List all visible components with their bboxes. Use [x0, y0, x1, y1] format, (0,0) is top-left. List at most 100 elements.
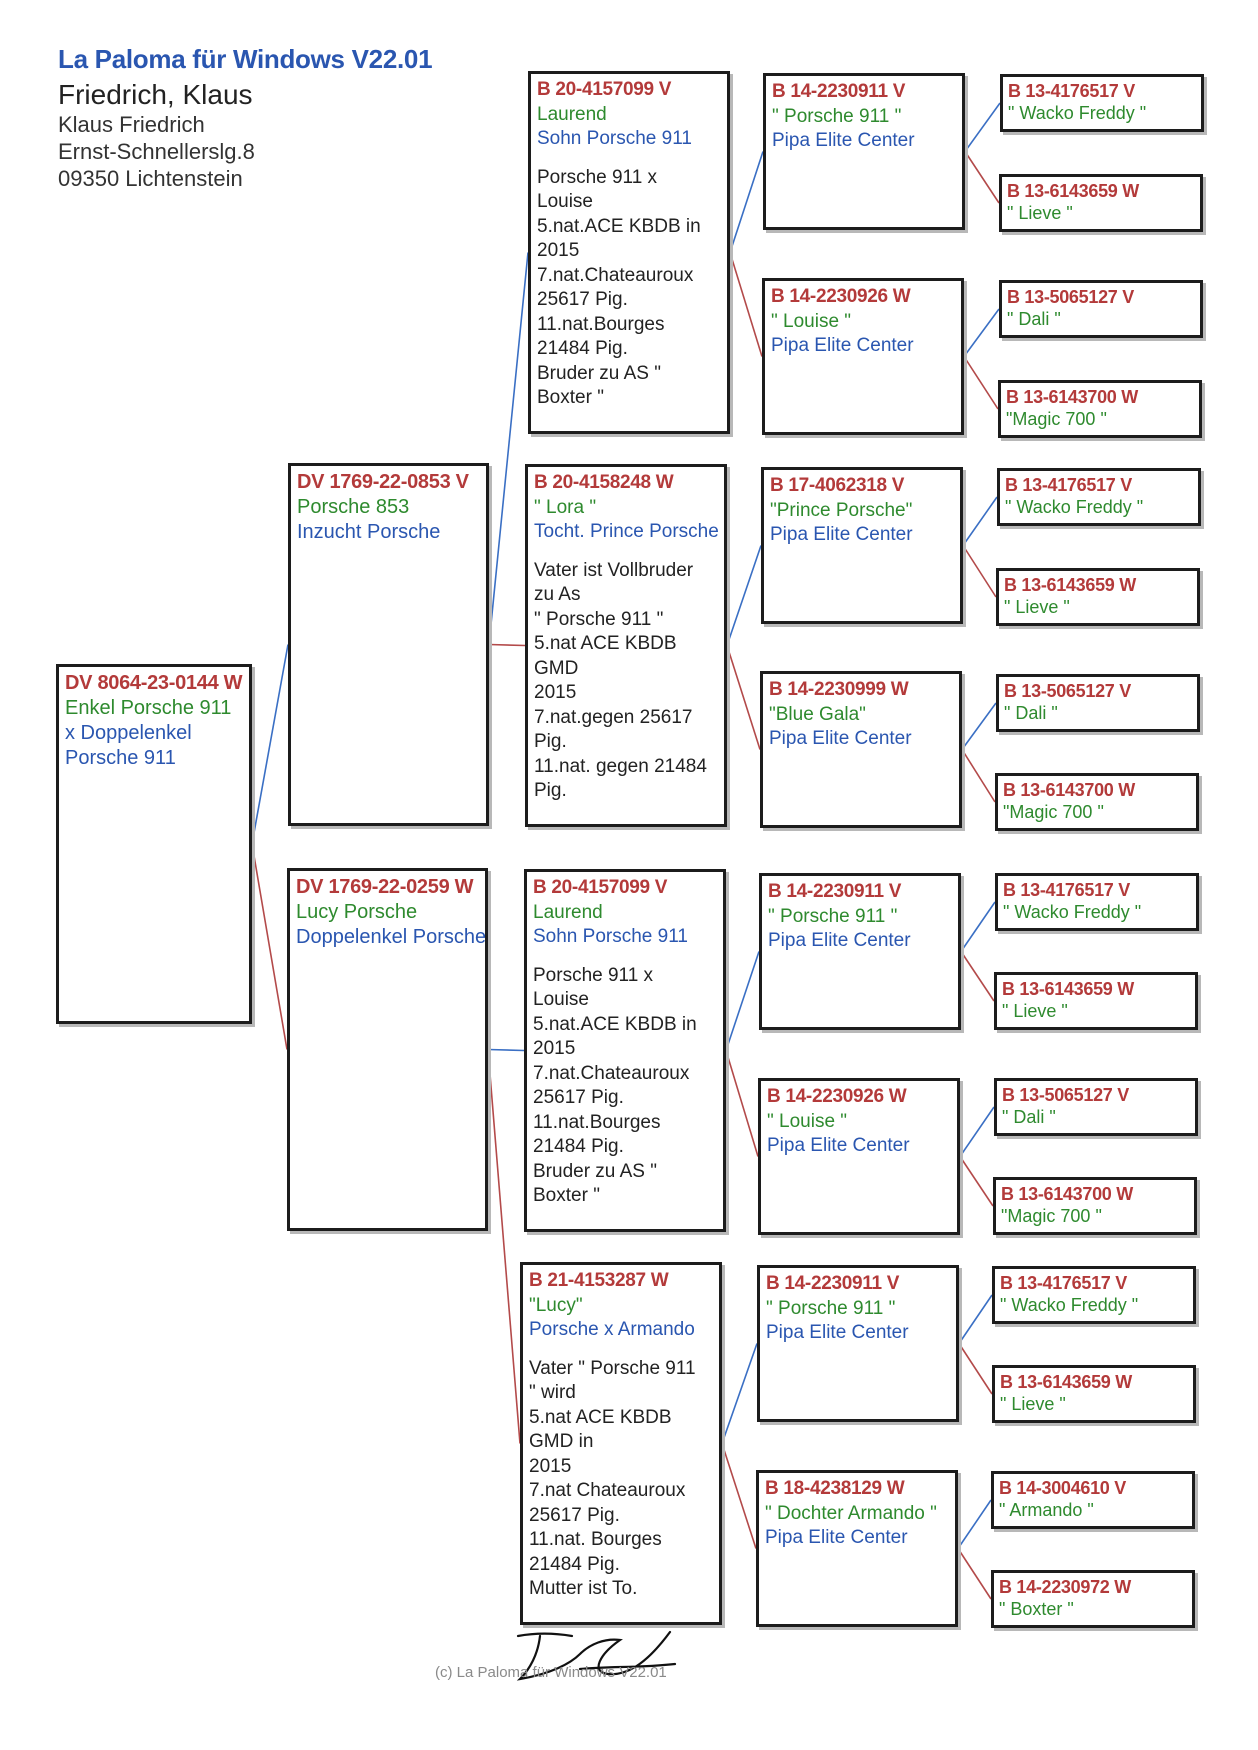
- pigeon-card-gen4-3[interactable]: B 13-5065127 V " Dali ": [999, 280, 1203, 338]
- pigeon-card-gen3-7[interactable]: B 14-2230911 V " Porsche 911 " Pipa Elit…: [757, 1265, 959, 1422]
- ring-number: B 13-6143659 W: [1000, 1372, 1132, 1392]
- pigeon-card-subject[interactable]: DV 8064-23-0144 W Enkel Porsche 911 x Do…: [56, 664, 252, 1024]
- address-line-2: Ernst-Schnellerslg.8: [58, 139, 255, 164]
- pigeon-notes: Porsche 911 x Louise 5.nat.ACE KBDB in 2…: [533, 964, 697, 1207]
- ring-number: B 14-2230911 V: [768, 881, 902, 902]
- pigeon-name: " Lora ": [534, 496, 597, 518]
- pigeon-card-gen4-10[interactable]: B 13-6143659 W " Lieve ": [994, 972, 1198, 1030]
- sire-connector-g2-2: [725, 951, 760, 1051]
- pigeon-card-gen4-2[interactable]: B 13-6143659 W " Lieve ": [999, 174, 1203, 232]
- ring-number: B 20-4157099 V: [537, 79, 672, 100]
- pigeon-name: " Porsche 911 ": [766, 1297, 896, 1319]
- pigeon-card-gen4-9[interactable]: B 13-4176517 V " Wacko Freddy ": [995, 873, 1199, 931]
- pigeon-card-sire[interactable]: DV 1769-22-0853 V Porsche 853 Inzucht Po…: [288, 463, 489, 826]
- pigeon-card-gen4-7[interactable]: B 13-5065127 V " Dali ": [996, 674, 1200, 732]
- pigeon-description: Sohn Porsche 911: [537, 128, 692, 149]
- pigeon-description: Doppelenkel Porsche: [296, 926, 487, 948]
- pigeon-card-gen4-16[interactable]: B 14-2230972 W " Boxter ": [991, 1570, 1195, 1628]
- pigeon-card-gen4-1[interactable]: B 13-4176517 V " Wacko Freddy ": [1000, 74, 1204, 132]
- ring-number: B 13-4176517 V: [1003, 880, 1130, 900]
- pigeon-name: " Lieve ": [1002, 1001, 1068, 1021]
- pigeon-description: Pipa Elite Center: [767, 1135, 910, 1156]
- pigeon-name: " Dochter Armando ": [765, 1502, 937, 1524]
- pigeon-name: " Wacko Freddy ": [1008, 103, 1147, 123]
- copyright-footer: (c) La Paloma für Windows V22.01: [435, 1664, 667, 1681]
- ring-number: B 17-4062318 V: [770, 475, 905, 496]
- pigeon-card-dam[interactable]: DV 1769-22-0259 W Lucy Porsche Doppelenk…: [287, 868, 488, 1231]
- pigeon-card-gen2-4[interactable]: B 21-4153287 W "Lucy" Porsche x Armando …: [520, 1262, 722, 1625]
- ring-number: DV 1769-22-0853 V: [297, 471, 469, 493]
- ring-number: B 13-6143659 W: [1007, 181, 1139, 201]
- sire-connector-g3-1: [963, 308, 1000, 357]
- pigeon-notes: Vater ist Vollbruder zu As " Porsche 911…: [534, 559, 707, 802]
- app-title: La Paloma für Windows V22.01: [58, 44, 433, 74]
- ring-number: B 14-2230911 V: [772, 81, 906, 102]
- sire-connector-g3-5: [959, 1106, 995, 1157]
- pigeon-card-gen4-15[interactable]: B 14-3004610 V " Armando ": [991, 1471, 1195, 1529]
- ring-number: B 18-4238129 W: [765, 1478, 905, 1499]
- dam-connector-g3-0: [964, 151, 1000, 204]
- ring-number: B 14-2230972 W: [999, 1577, 1131, 1597]
- pigeon-card-gen4-4[interactable]: B 13-6143700 W "Magic 700 ": [998, 380, 1202, 438]
- ring-number: B 13-5065127 V: [1004, 681, 1131, 701]
- pigeon-card-gen3-4[interactable]: B 14-2230999 W "Blue Gala" Pipa Elite Ce…: [760, 671, 962, 828]
- address-line-1: Klaus Friedrich: [58, 112, 205, 137]
- dam-connector-b-subject: [251, 843, 288, 1050]
- pigeon-card-gen2-2[interactable]: B 20-4158248 W " Lora " Tocht. Prince Po…: [525, 464, 727, 827]
- pigeon-description: Inzucht Porsche: [297, 521, 441, 543]
- pigeon-card-gen4-13[interactable]: B 13-4176517 V " Wacko Freddy ": [992, 1266, 1196, 1324]
- pigeon-description: Pipa Elite Center: [766, 1322, 909, 1343]
- pigeon-name: " Wacko Freddy ": [1000, 1295, 1139, 1315]
- pigeon-description: Pipa Elite Center: [771, 335, 914, 356]
- ring-number: B 13-6143700 W: [1006, 387, 1138, 407]
- ring-number: DV 8064-23-0144 W: [65, 672, 243, 694]
- pigeon-name: "Blue Gala": [769, 703, 866, 725]
- pigeon-card-gen4-11[interactable]: B 13-5065127 V " Dali ": [994, 1078, 1198, 1136]
- pigeon-description: Pipa Elite Center: [772, 130, 915, 151]
- ring-number: B 14-2230999 W: [769, 679, 909, 700]
- pigeon-card-gen2-1[interactable]: B 20-4157099 V Laurend Sohn Porsche 911 …: [528, 71, 730, 434]
- ring-number: B 13-4176517 V: [1008, 81, 1135, 101]
- pigeon-name: Enkel Porsche 911: [65, 697, 232, 719]
- pigeon-name: "Prince Porsche": [770, 499, 913, 521]
- sire-connector-g2-0: [729, 151, 764, 253]
- pigeon-card-gen4-5[interactable]: B 13-4176517 V " Wacko Freddy ": [997, 468, 1201, 526]
- pigeon-description: x Doppelenkel: [65, 722, 192, 744]
- ring-number: B 13-6143659 W: [1004, 575, 1136, 595]
- ring-number: B 13-6143700 W: [1001, 1184, 1133, 1204]
- pigeon-card-gen3-1[interactable]: B 14-2230911 V " Porsche 911 " Pipa Elit…: [763, 73, 965, 230]
- pigeon-name: " Lieve ": [1000, 1394, 1066, 1414]
- pigeon-card-gen4-14[interactable]: B 13-6143659 W " Lieve ": [992, 1365, 1196, 1423]
- handwritten-signature: [516, 1630, 677, 1681]
- pigeon-card-gen4-8[interactable]: B 13-6143700 W "Magic 700 ": [995, 773, 1199, 831]
- sire-connector-b-subject: [251, 644, 289, 845]
- pigeon-card-gen3-8[interactable]: B 18-4238129 W " Dochter Armando " Pipa …: [756, 1470, 958, 1627]
- dam-connector-g3-6: [958, 1343, 993, 1395]
- dam-connector-g3-1: [963, 356, 999, 410]
- pigeon-name: Laurend: [537, 103, 607, 125]
- dam-connector-g3-7: [957, 1548, 992, 1600]
- pigeon-card-gen3-3[interactable]: B 17-4062318 V "Prince Porsche" Pipa Eli…: [761, 467, 963, 624]
- pigeon-card-gen3-6[interactable]: B 14-2230926 W " Louise " Pipa Elite Cen…: [758, 1078, 960, 1235]
- ring-number: B 20-4157099 V: [533, 877, 668, 898]
- ring-number: B 21-4153287 W: [529, 1270, 669, 1291]
- pigeon-name: " Lieve ": [1007, 203, 1073, 223]
- pigeon-card-gen2-3[interactable]: B 20-4157099 V Laurend Sohn Porsche 911 …: [524, 869, 726, 1232]
- ring-number: B 13-5065127 V: [1007, 287, 1134, 307]
- sire-connector-g3-7: [957, 1499, 992, 1549]
- pigeon-description: Porsche x Armando: [529, 1319, 695, 1340]
- pigeon-name: "Magic 700 ": [1006, 409, 1107, 429]
- dam-connector-g3-2: [962, 545, 997, 598]
- ring-number: B 13-6143700 W: [1003, 780, 1135, 800]
- pigeon-description: Pipa Elite Center: [769, 728, 912, 749]
- dam-connector-g2-0: [729, 252, 763, 357]
- pigeon-name: " Louise ": [767, 1110, 848, 1132]
- pigeon-card-gen3-2[interactable]: B 14-2230926 W " Louise " Pipa Elite Cen…: [762, 278, 964, 435]
- header: La Paloma für Windows V22.01 Friedrich, …: [58, 44, 433, 192]
- pigeon-card-gen4-6[interactable]: B 13-6143659 W " Lieve ": [996, 568, 1200, 626]
- pigeon-card-gen4-12[interactable]: B 13-6143700 W "Magic 700 ": [993, 1177, 1197, 1235]
- dam-connector-g2-2: [725, 1050, 759, 1157]
- pigeon-name: " Wacko Freddy ": [1003, 902, 1142, 922]
- sire-connector-g3-6: [958, 1294, 993, 1344]
- pigeon-card-gen3-5[interactable]: B 14-2230911 V " Porsche 911 " Pipa Elit…: [759, 873, 961, 1030]
